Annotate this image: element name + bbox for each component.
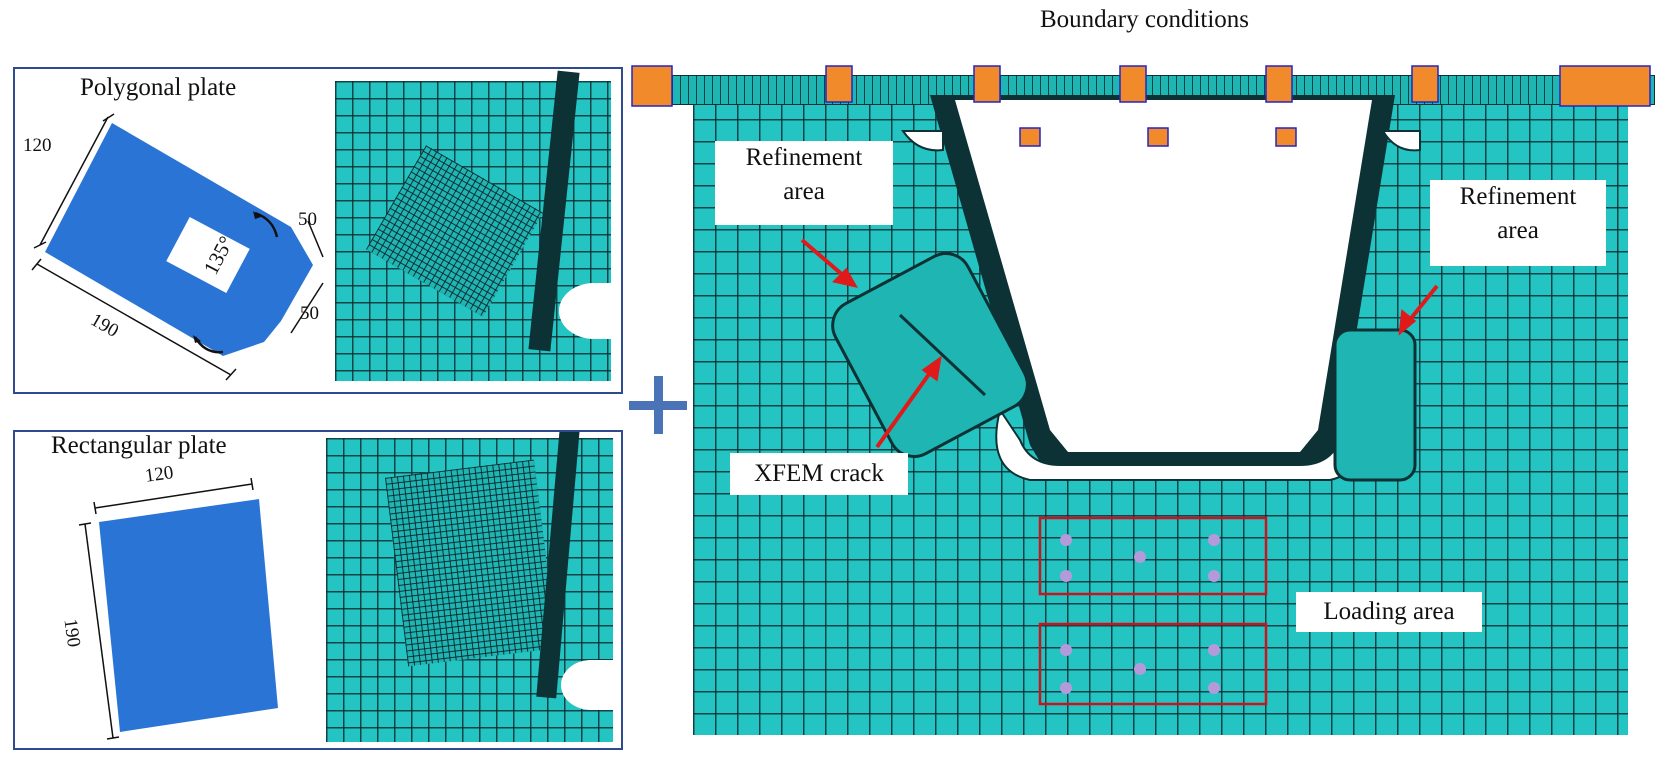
polygonal-plate-title: Polygonal plate <box>80 74 237 101</box>
refinement-area-right-label: Refinement area <box>1430 180 1606 266</box>
polygonal-dim-50-bottom: 50 <box>300 303 319 324</box>
polygonal-plate-panel: Polygonal plate 120 190 50 50 135° <box>13 67 623 394</box>
rectangular-plate-title: Rectangular plate <box>51 432 227 459</box>
xfem-crack-label: XFEM crack <box>730 453 908 495</box>
loading-area-lower <box>1038 622 1268 706</box>
u-rib-inner <box>955 100 1372 452</box>
polygonal-dim-120: 120 <box>23 135 52 156</box>
boundary-supports <box>631 65 1651 147</box>
left-refinement-patch <box>831 252 1029 458</box>
loading-area-label: Loading area <box>1296 592 1482 632</box>
polygonal-dim-50-top: 50 <box>298 209 317 230</box>
xfem-crack-line <box>898 313 987 397</box>
rectangular-mesh-detail <box>326 432 621 742</box>
loading-points <box>1060 534 1220 694</box>
polygonal-mesh-hole <box>559 283 621 339</box>
rectangular-plate-drawing <box>78 477 278 740</box>
loading-area-upper <box>1038 516 1268 596</box>
refinement-area-left-label: Refinement area <box>715 141 893 225</box>
polygonal-mesh-detail <box>335 70 621 381</box>
polygonal-plate-drawing <box>31 113 324 381</box>
annotation-arrows <box>800 238 1439 449</box>
boundary-conditions-label: Boundary conditions <box>1040 6 1250 33</box>
rectangular-mesh-hole <box>561 660 621 710</box>
rectangular-plate-panel: Rectangular plate 120 190 <box>13 430 623 750</box>
right-refinement-patch <box>1333 328 1417 482</box>
rectangular-plate-shape <box>99 499 278 732</box>
